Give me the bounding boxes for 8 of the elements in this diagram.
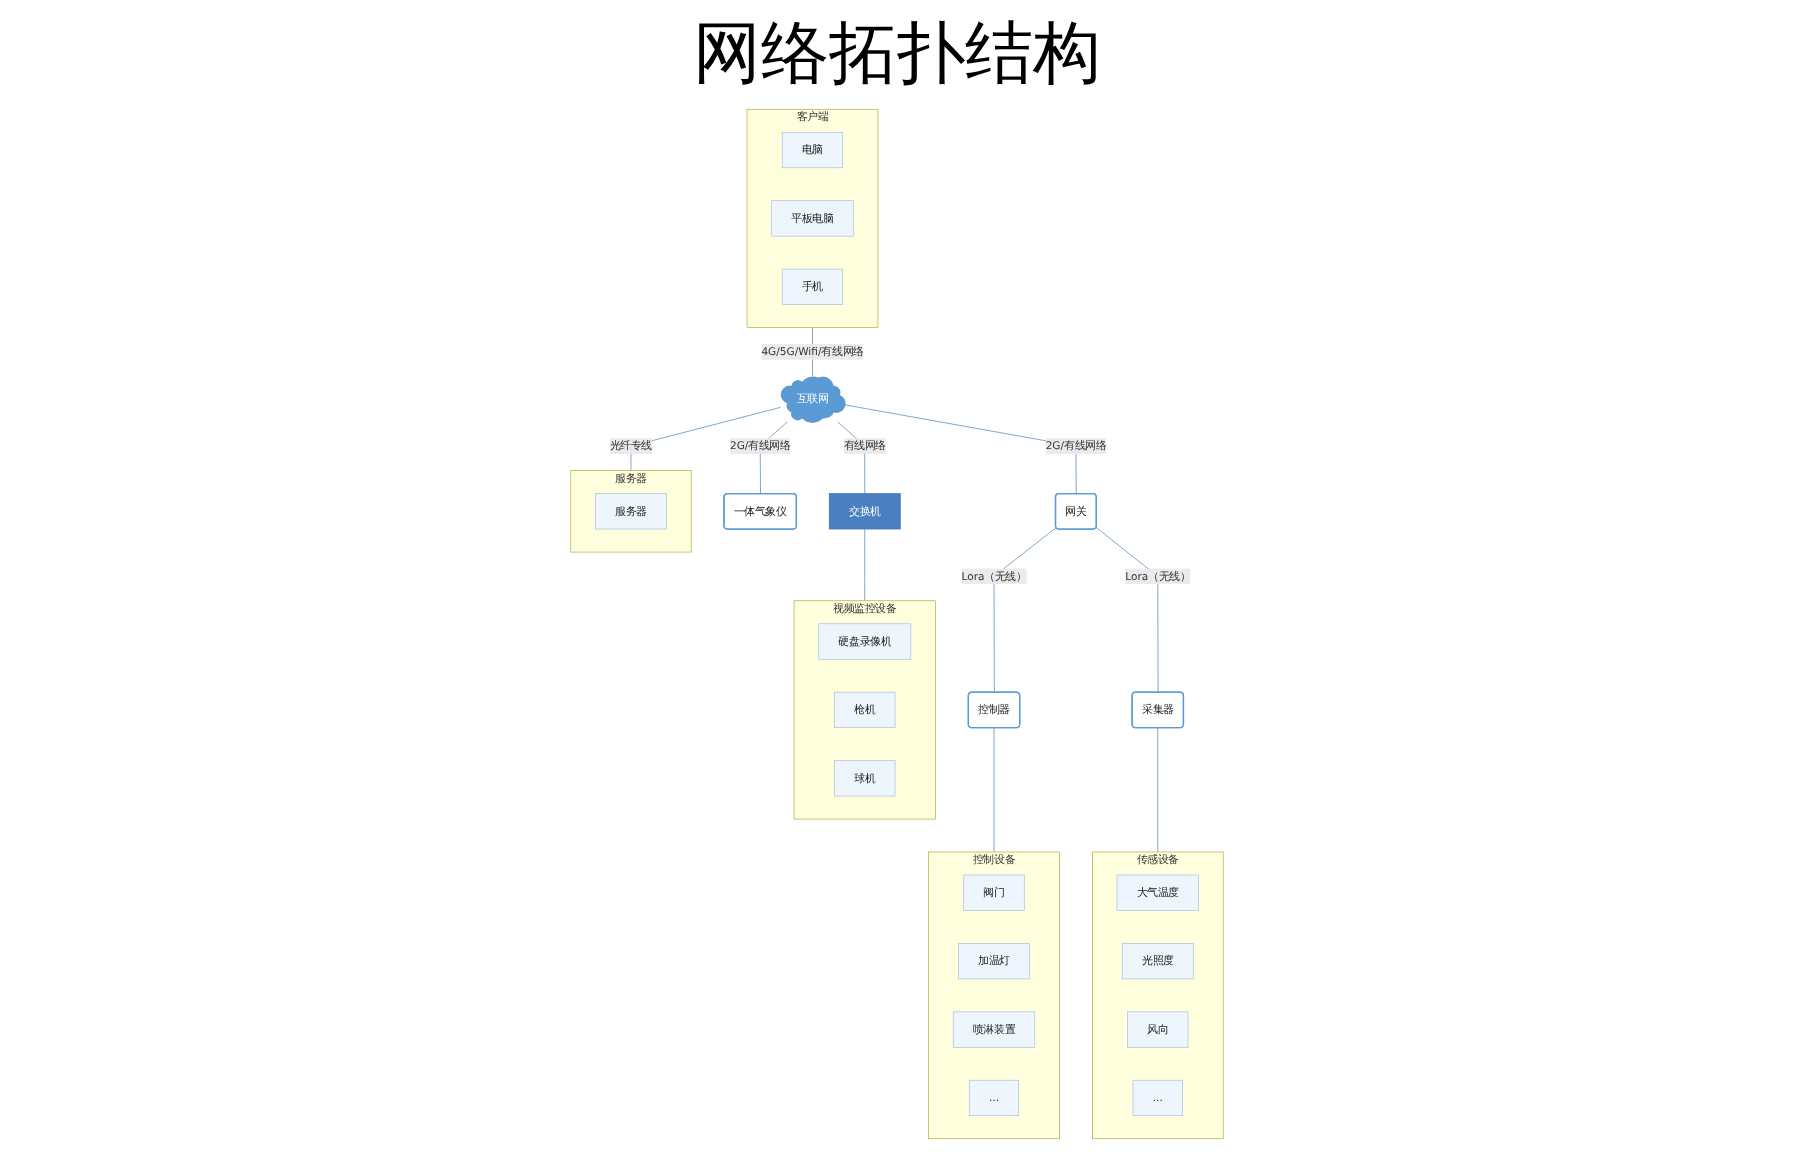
connector	[630, 406, 781, 471]
connector	[1157, 727, 1159, 853]
connector	[993, 727, 995, 853]
connector	[837, 421, 866, 495]
connector	[993, 527, 1057, 693]
diagram-title: 网络拓扑结构	[691, 12, 1103, 98]
connector	[864, 528, 866, 602]
connector	[1095, 527, 1159, 693]
